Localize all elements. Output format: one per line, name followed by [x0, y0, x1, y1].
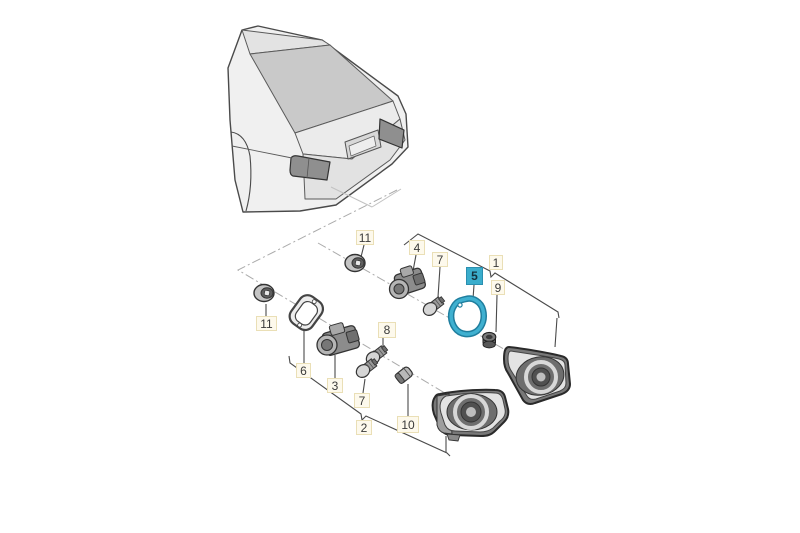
- car-tail-light-right: [378, 118, 405, 149]
- callout-4[interactable]: 4: [409, 240, 425, 255]
- pointer-stub-right: [371, 188, 402, 208]
- pointer-stub-left: [330, 186, 373, 208]
- part-gasket-5-highlighted: [447, 295, 487, 338]
- part-nut-9: [482, 331, 497, 349]
- callout-11-upper[interactable]: 11: [356, 230, 374, 245]
- callout-7-lower[interactable]: 7: [354, 393, 370, 408]
- part-socket-11-lower: [253, 283, 275, 303]
- car-license-plate: [348, 135, 377, 157]
- part-bulb-7-lower: [355, 358, 379, 378]
- part-socket-11-upper: [344, 253, 366, 273]
- assembly-centerlines: [236, 189, 524, 403]
- car-rear-view: [227, 25, 409, 213]
- leader-tail-light-1: [554, 317, 558, 348]
- car-tail-light-left: [289, 155, 331, 181]
- part-bulb-holder-3: [316, 322, 361, 356]
- leader-4: [412, 254, 417, 272]
- part-gasket-6: [288, 294, 325, 332]
- part-tail-light-1: [502, 345, 572, 405]
- callout-8[interactable]: 8: [378, 322, 396, 338]
- callout-7-upper[interactable]: 7: [432, 252, 448, 267]
- part-tail-light-2: [431, 388, 510, 442]
- leader-9: [495, 294, 498, 333]
- part-bulb-10: [394, 366, 413, 384]
- car-pointer-stubs: [330, 186, 402, 208]
- part-bulb-7-upper: [422, 296, 446, 316]
- callout-5-highlighted[interactable]: 5: [466, 267, 483, 285]
- callout-10[interactable]: 10: [397, 416, 419, 433]
- callout-3[interactable]: 3: [327, 378, 343, 393]
- callout-1[interactable]: 1: [489, 255, 503, 270]
- car-tail-light-left-divider: [306, 157, 310, 179]
- bracket-group-1: [403, 233, 560, 319]
- callout-9[interactable]: 9: [491, 280, 505, 295]
- leader-7-lower: [362, 378, 366, 394]
- centerline-lower-group: [236, 189, 461, 403]
- part-bulb-holder-4: [388, 265, 427, 300]
- car-bumper-line: [231, 145, 293, 159]
- leader-7-upper: [437, 266, 441, 298]
- callout-11-lower[interactable]: 11: [256, 316, 277, 331]
- callout-2[interactable]: 2: [356, 420, 372, 435]
- car-wheel-arch: [230, 131, 252, 212]
- leader-11-upper: [360, 244, 365, 258]
- callout-6[interactable]: 6: [296, 363, 311, 378]
